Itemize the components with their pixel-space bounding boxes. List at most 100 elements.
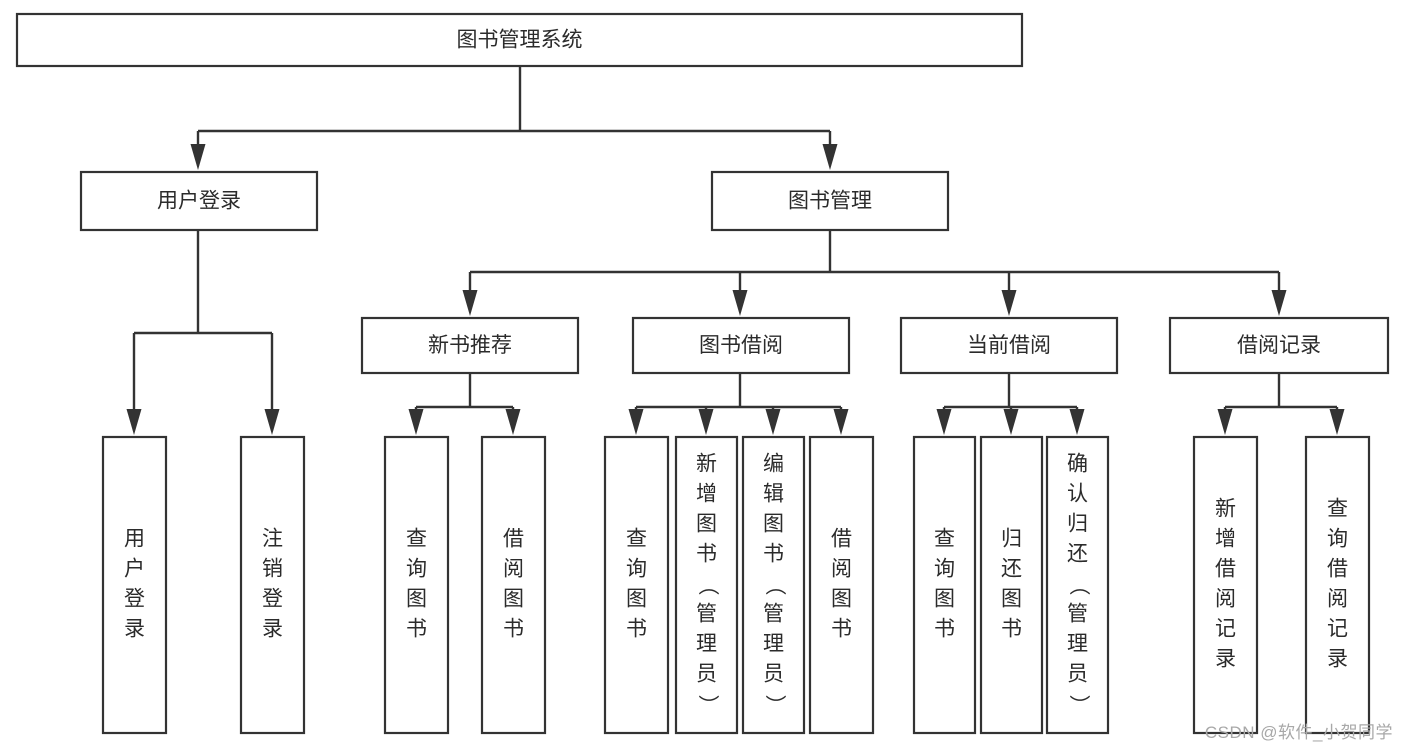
node-leaf-user-login[interactable]: 用户登录 [101, 435, 168, 735]
svg-text:询: 询 [406, 558, 427, 581]
node-box-leaf-query-book-newbook[interactable] [383, 435, 450, 735]
connector-book-borrow [628, 373, 849, 435]
svg-text:管: 管 [1067, 603, 1088, 626]
node-box-book-borrow[interactable] [631, 316, 851, 375]
node-box-leaf-borrow-book-newbook[interactable] [480, 435, 547, 735]
svg-text:辑: 辑 [763, 483, 784, 506]
svg-text:查: 查 [1327, 498, 1348, 521]
node-box-leaf-user-login[interactable] [101, 435, 168, 735]
svg-text:新: 新 [696, 453, 717, 476]
node-user-login[interactable]: 用户登录 [79, 170, 319, 232]
connector-root [190, 66, 838, 170]
svg-text:书: 书 [503, 618, 524, 641]
svg-text:员: 员 [1067, 663, 1088, 686]
node-box-leaf-logout[interactable] [239, 435, 306, 735]
svg-text:图: 图 [1001, 588, 1022, 611]
nodes-layer: 图书管理系统用户登录图书管理新书推荐图书借阅当前借阅借阅记录用户登录注销登录查询… [15, 12, 1390, 735]
svg-text:编: 编 [763, 453, 784, 476]
connector-book-management [462, 230, 1287, 316]
node-box-leaf-return-book[interactable] [979, 435, 1044, 735]
node-box-leaf-query-book-borrow[interactable] [603, 435, 670, 735]
svg-text:录: 录 [1327, 648, 1348, 671]
node-box-borrow-record[interactable] [1168, 316, 1390, 375]
node-new-book-recommend[interactable]: 新书推荐 [360, 316, 580, 375]
svg-text:书: 书 [626, 618, 647, 641]
node-box-root[interactable] [15, 12, 1024, 68]
node-box-user-login[interactable] [79, 170, 319, 232]
node-box-leaf-add-borrow-record[interactable] [1192, 435, 1259, 735]
svg-text:确: 确 [1067, 453, 1088, 476]
node-label-leaf-user-login: 用户登录 [124, 528, 145, 641]
node-book-borrow[interactable]: 图书借阅 [631, 316, 851, 375]
node-box-leaf-confirm-return-admin[interactable] [1045, 435, 1110, 735]
connector-user-login [126, 230, 280, 435]
watermark-text: CSDN @软件_小贺同学 [1204, 723, 1393, 742]
node-book-management[interactable]: 图书管理 [710, 170, 950, 232]
svg-text:登: 登 [262, 588, 283, 611]
node-box-book-management[interactable] [710, 170, 950, 232]
svg-text:图: 图 [626, 588, 647, 611]
svg-text:注: 注 [262, 528, 283, 551]
svg-text:查: 查 [626, 528, 647, 551]
node-box-current-borrow[interactable] [899, 316, 1119, 375]
node-current-borrow[interactable]: 当前借阅 [899, 316, 1119, 375]
node-borrow-record[interactable]: 借阅记录 [1168, 316, 1390, 375]
svg-text:书: 书 [831, 618, 852, 641]
svg-text:（: （ [1067, 575, 1090, 596]
svg-text:借: 借 [831, 528, 852, 551]
node-label-current-borrow: 当前借阅 [967, 334, 1051, 357]
svg-text:询: 询 [1327, 528, 1348, 551]
svg-text:归: 归 [1067, 513, 1088, 536]
svg-text:户: 户 [124, 558, 145, 581]
node-box-leaf-query-borrow-record[interactable] [1304, 435, 1371, 735]
svg-text:（: （ [763, 575, 786, 596]
svg-text:用: 用 [124, 528, 145, 551]
node-label-new-book-recommend: 新书推荐 [428, 334, 512, 357]
svg-text:借: 借 [1215, 558, 1236, 581]
svg-text:阅: 阅 [503, 558, 524, 581]
svg-text:记: 记 [1327, 618, 1348, 641]
node-label-borrow-record: 借阅记录 [1237, 334, 1321, 357]
node-label-book-borrow: 图书借阅 [699, 334, 783, 357]
svg-text:书: 书 [934, 618, 955, 641]
svg-text:理: 理 [763, 633, 784, 656]
svg-text:记: 记 [1215, 618, 1236, 641]
svg-text:图: 图 [831, 588, 852, 611]
svg-text:登: 登 [124, 588, 145, 611]
svg-text:阅: 阅 [831, 558, 852, 581]
node-box-leaf-add-book-admin[interactable] [674, 435, 739, 735]
svg-text:图: 图 [934, 588, 955, 611]
node-box-new-book-recommend[interactable] [360, 316, 580, 375]
node-root[interactable]: 图书管理系统 [15, 12, 1024, 68]
svg-text:管: 管 [763, 603, 784, 626]
svg-text:增: 增 [1215, 528, 1236, 551]
svg-text:询: 询 [934, 558, 955, 581]
svg-text:）: ） [1067, 695, 1090, 716]
svg-text:）: ） [763, 695, 786, 716]
node-box-leaf-edit-book-admin[interactable] [741, 435, 806, 735]
node-box-leaf-query-book-current[interactable] [912, 435, 977, 735]
node-box-leaf-borrow-book[interactable] [808, 435, 875, 735]
svg-text:书: 书 [696, 543, 717, 566]
svg-text:还: 还 [1001, 558, 1022, 581]
